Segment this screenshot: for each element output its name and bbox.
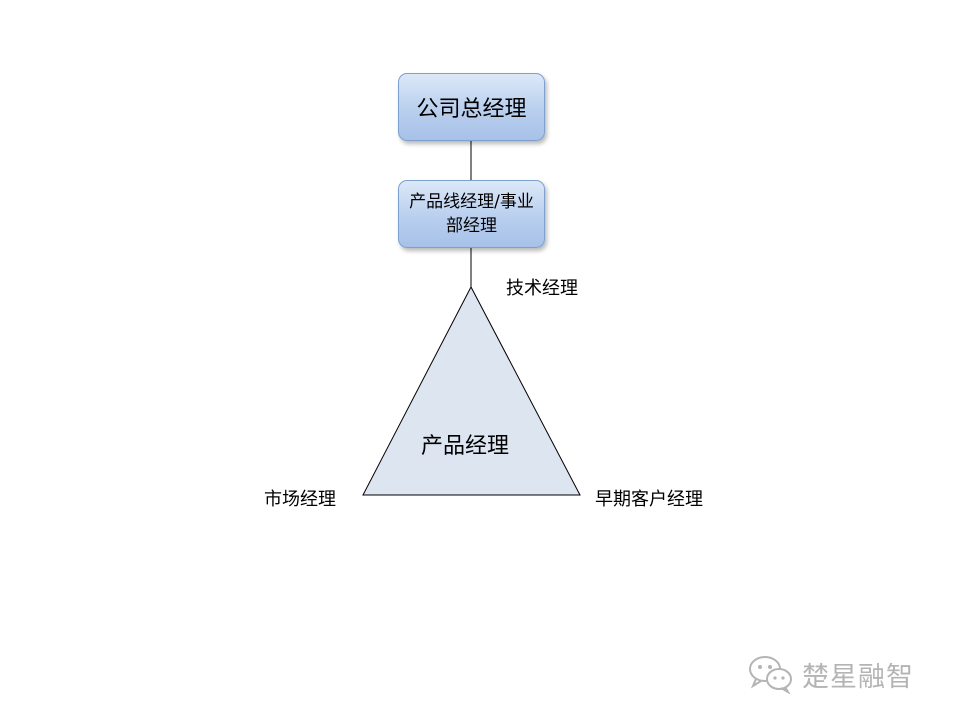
- ceo-box: 公司总经理: [398, 73, 545, 141]
- wechat-icon: [749, 656, 792, 694]
- product-line-manager-box: 产品线经理/事业部经理: [398, 180, 545, 248]
- product-manager-triangle: [362, 285, 581, 496]
- market-manager-label: 市场经理: [264, 489, 336, 510]
- early-customer-manager-label: 早期客户经理: [595, 489, 703, 510]
- ceo-label: 公司总经理: [416, 97, 527, 122]
- watermark-text: 楚星融智: [802, 661, 914, 693]
- product-line-manager-label: 产品线经理/事业部经理: [409, 192, 534, 236]
- watermark: 楚星融智: [748, 654, 914, 694]
- tech-manager-label: 技术经理: [506, 278, 578, 299]
- product-manager-label: 产品经理: [421, 434, 510, 459]
